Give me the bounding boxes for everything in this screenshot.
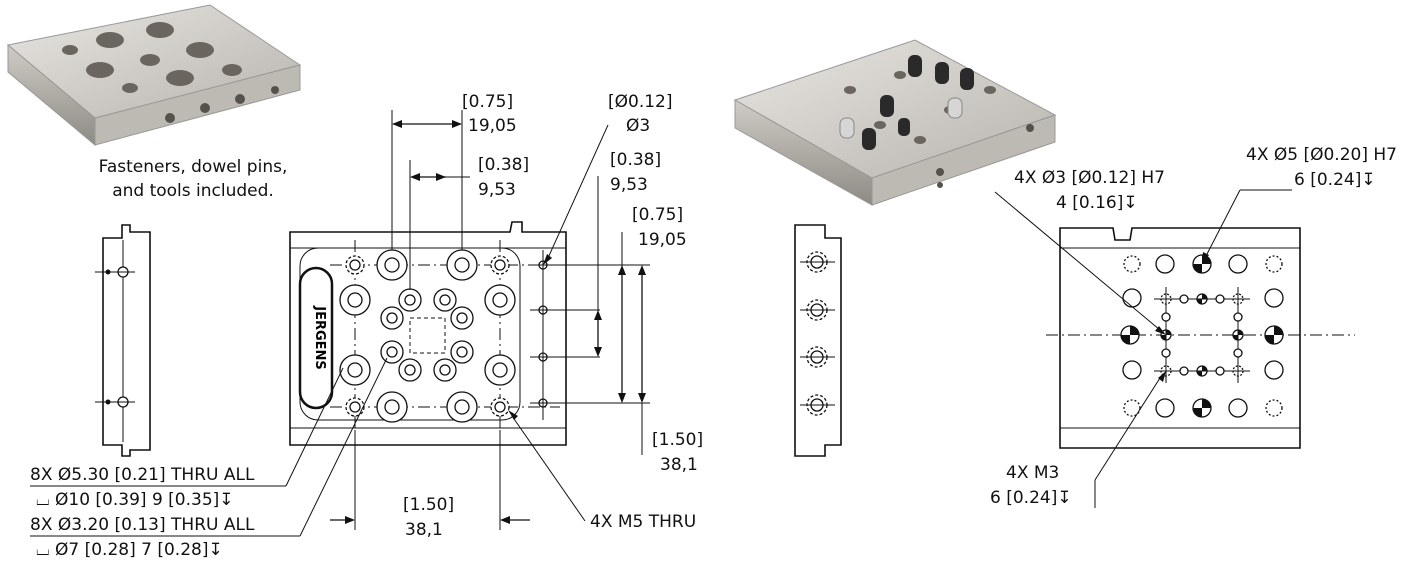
dim-1905-mm-right: 19,05 (638, 230, 687, 250)
caption-line1: Fasteners, dowel pins, (99, 157, 288, 177)
small-plain-holes (1161, 294, 1243, 376)
dim-381-mm-right: 38,1 (660, 455, 698, 475)
side-view-left (95, 224, 151, 457)
callout-m3-1: 4X M3 (1006, 463, 1059, 483)
dim-953-mm-right: 9,53 (610, 175, 648, 195)
dim-1905-mm: 19,05 (468, 116, 517, 136)
product-render-plate-a (6, 4, 302, 147)
dimension-lines-left (30, 110, 646, 537)
callout-dowel-large-2: 6 [0.24]↧ (1294, 170, 1376, 190)
callout-m3-2: 6 [0.24]↧ (990, 488, 1072, 508)
side-hole-bottom (95, 396, 135, 408)
dim-953-mm: 9,53 (478, 180, 516, 200)
dim-dia-mm: Ø3 (626, 116, 650, 136)
dim-075-in-right: [0.75] (632, 205, 683, 225)
plain-holes-large (1122, 254, 1284, 418)
side-view-right (794, 224, 842, 457)
side-thread-holes (800, 251, 835, 416)
dim-075-in: [0.75] (462, 92, 513, 112)
callout-m5-thru: 4X M5 THRU (590, 512, 696, 532)
callout-dowel-small-1: 4X Ø3 [Ø0.12] H7 (1014, 168, 1165, 188)
callout-dowel-small-2: 4 [0.16]↧ (1056, 193, 1138, 213)
dim-150-in-bottom: [1.50] (403, 495, 454, 515)
callout-counterbore-large-2: ⌴ Ø10 [0.39] 9 [0.35]↧ (36, 490, 234, 510)
gear-style-holes (1123, 255, 1283, 417)
dim-381-mm-bottom: 38,1 (405, 520, 443, 540)
dim-150-in-right: [1.50] (652, 430, 703, 450)
callout-dowel-large-1: 4X Ø5 [Ø0.20] H7 (1246, 145, 1397, 165)
dimension-text-left: [0.75] 19,05 [0.38] 9,53 [Ø0.12] Ø3 [0.3… (30, 92, 703, 560)
logo-badge: JERGENS (298, 266, 334, 410)
counterbore-holes-large (339, 249, 516, 423)
product-render-plate-b (733, 39, 1057, 206)
dim-038-in-right: [0.38] (610, 150, 661, 170)
side-hole-top (95, 266, 135, 278)
callout-counterbore-small-1: 8X Ø3.20 [0.13] THRU ALL (30, 515, 255, 535)
logo-text: JERGENS (312, 305, 327, 370)
counterbore-holes-small (380, 288, 474, 382)
plan-view-right (994, 189, 1355, 508)
callout-counterbore-small-2: ⌴ Ø7 [0.28] 7 [0.28]↧ (36, 540, 223, 560)
callout-counterbore-large-1: 8X Ø5.30 [0.21] THRU ALL (30, 465, 255, 485)
dim-dia-in: [Ø0.12] (608, 92, 673, 112)
dim-038-in: [0.38] (478, 155, 529, 175)
caption-line2: and tools included. (112, 181, 274, 201)
plan-view-left: JERGENS (289, 221, 650, 446)
m5-threaded-holes (345, 255, 510, 417)
dimension-text-right: 4X Ø3 [Ø0.12] H7 4 [0.16]↧ 4X Ø5 [Ø0.20]… (990, 145, 1397, 508)
